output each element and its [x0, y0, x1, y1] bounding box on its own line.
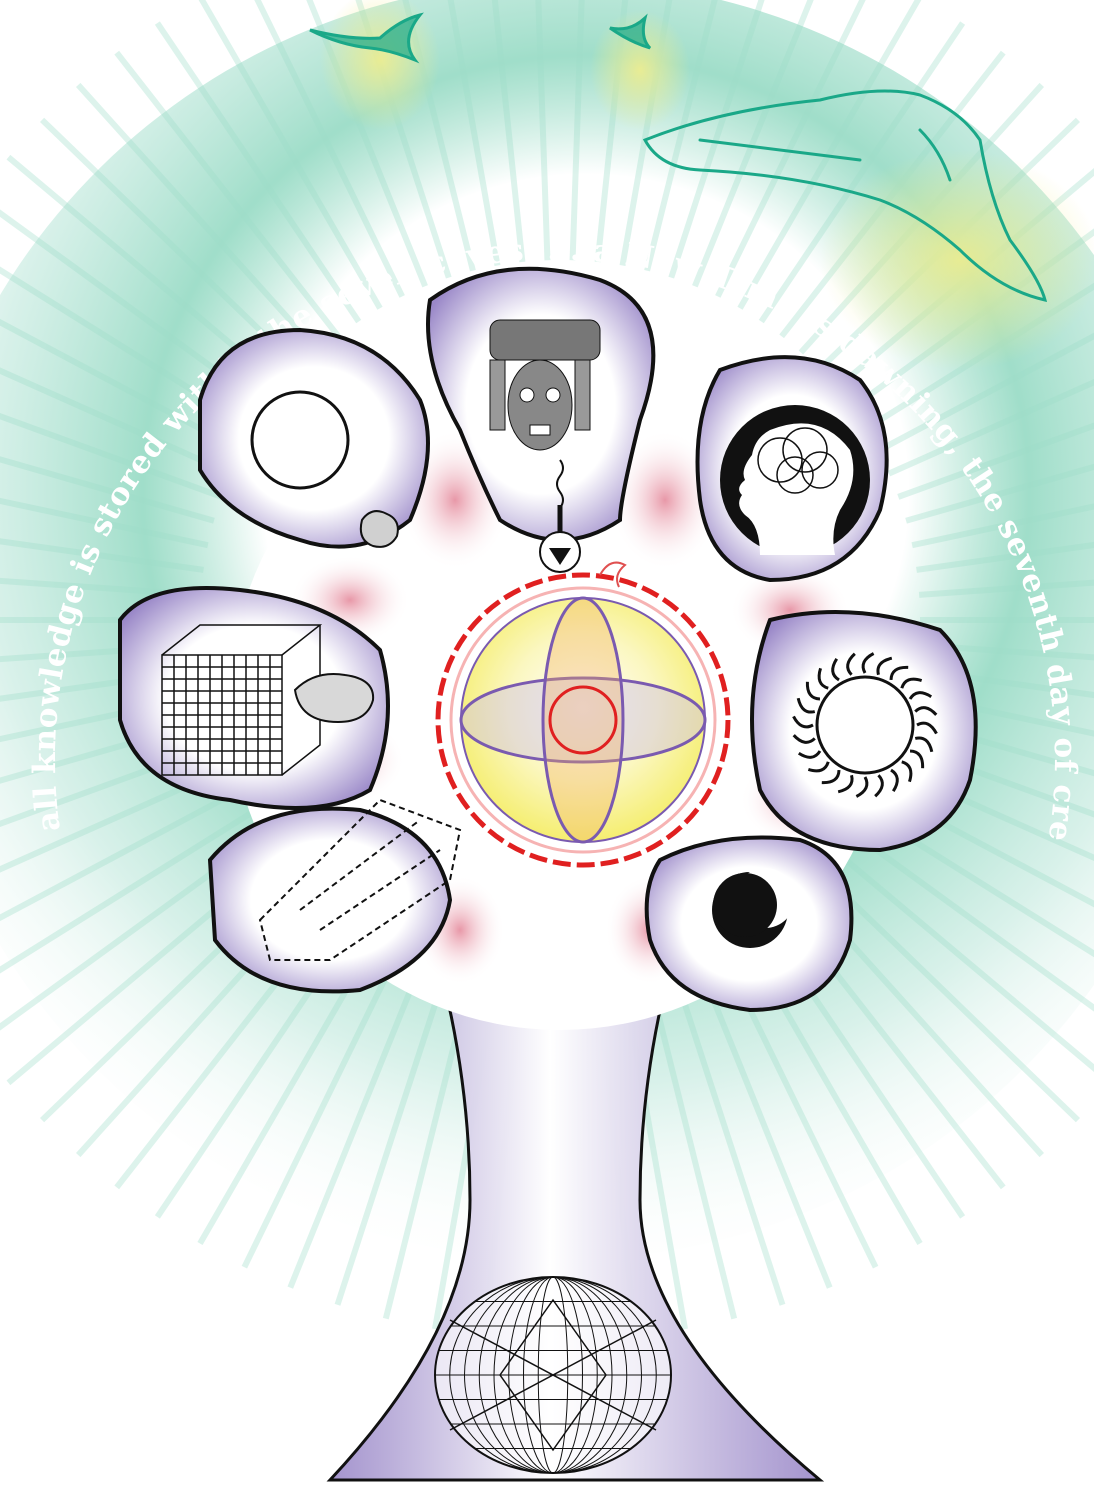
globe-crystal-root — [435, 1277, 671, 1473]
rock-small-icon — [361, 511, 398, 547]
tree-of-seven-caves — [120, 269, 976, 1030]
sun-cave — [752, 612, 976, 850]
head-cave — [698, 357, 887, 580]
crescent-moon-cave — [647, 838, 852, 1011]
white-circle-icon — [252, 392, 348, 488]
